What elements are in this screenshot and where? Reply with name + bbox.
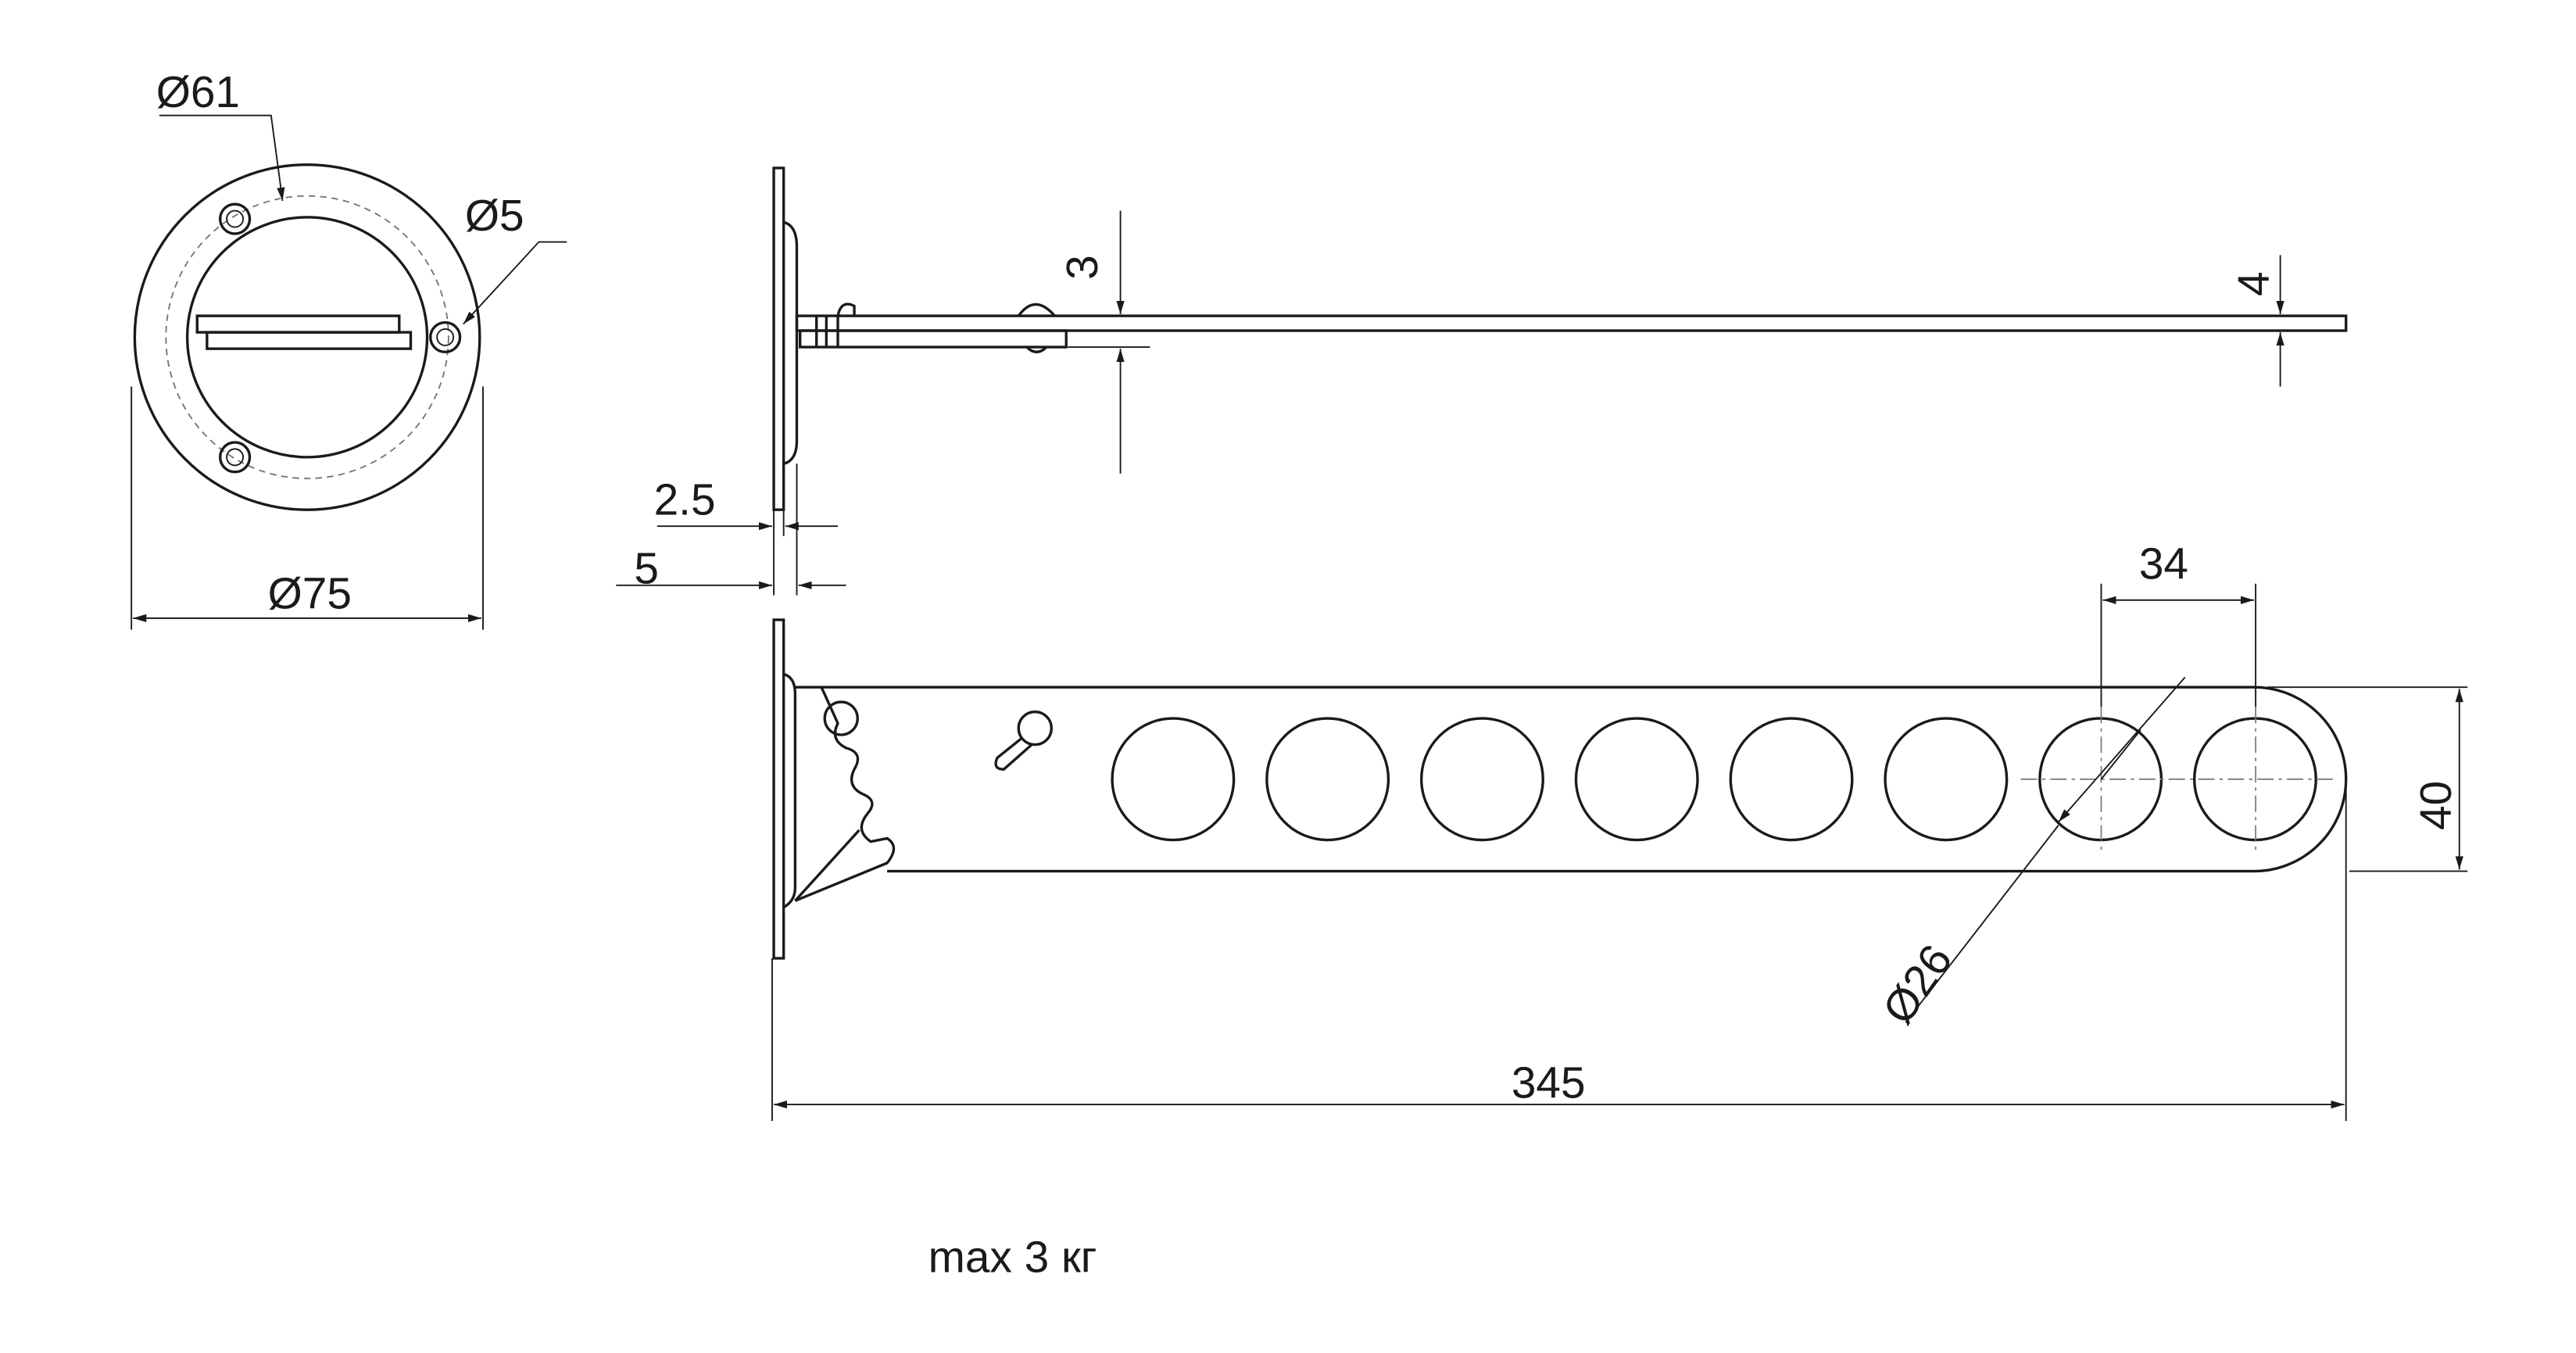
dim-screw-hole: Ø5: [465, 191, 524, 241]
wall-plate: [772, 166, 785, 511]
dim-bolt-circle: Ø61: [156, 68, 240, 117]
plan-view: 34 40 Ø26 345: [771, 539, 2468, 1122]
dim-hole-diameter: Ø26: [1873, 936, 1962, 1033]
flange-front-view: Ø61 Ø5 Ø75: [131, 68, 567, 630]
hanger-hole: [1420, 717, 1544, 842]
slot-upper: [195, 314, 401, 334]
hanger-hole: [1111, 717, 1236, 842]
dim-flange-diameter: Ø75: [268, 569, 352, 618]
hanger-hole: [1884, 717, 2009, 842]
dim-bar-thickness: 4: [2230, 271, 2279, 296]
hanger-hole: [1574, 717, 1699, 842]
slot-lower: [206, 331, 413, 350]
dim-bar-offset: 3: [1058, 255, 1107, 280]
max-load-note: max 3 кг: [928, 1233, 1097, 1282]
hanger-hole: [1729, 717, 1854, 842]
screw-holes: [218, 202, 462, 474]
side-view: 3 4 2.5 5: [616, 166, 2348, 596]
dim-overall-length: 345: [1512, 1059, 1586, 1108]
dim-plate-depth: 5: [634, 545, 659, 594]
flange-outer-circle: [133, 163, 481, 511]
flange-inner-circle: [185, 216, 429, 459]
bolt-circle: [165, 195, 449, 480]
dim-arm-width: 40: [2412, 781, 2461, 830]
dim-plate-thickness: 2.5: [654, 475, 716, 524]
hook-knob: [994, 711, 1053, 771]
arm-bar: [795, 314, 2348, 332]
dim-hole-pitch: 34: [2139, 539, 2188, 589]
hanger-hole: [1265, 717, 1390, 842]
arm-outline: [795, 685, 2348, 873]
wall-plate-plan: [772, 618, 785, 960]
